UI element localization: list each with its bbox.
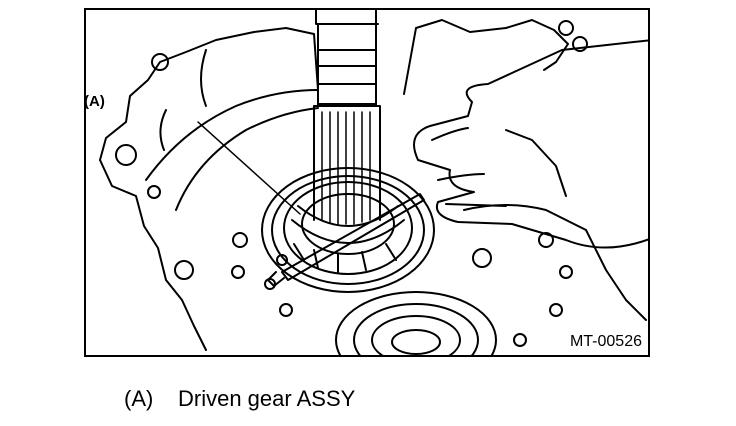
legend: (A) Driven gear ASSY <box>124 386 355 412</box>
technical-illustration: MT-00526 <box>84 8 650 357</box>
shaft <box>315 10 379 107</box>
case-lower-left <box>99 159 207 351</box>
figure-code: MT-00526 <box>569 333 642 350</box>
retaining-ring-tool <box>281 193 425 281</box>
legend-key: (A) <box>124 386 154 411</box>
legend-text: Driven gear ASSY <box>178 386 356 411</box>
case-outline <box>99 19 569 161</box>
callout-leader <box>197 121 301 215</box>
transmission-case-drawing <box>99 10 648 355</box>
callout-label-a: (A) <box>84 93 105 110</box>
hand <box>413 39 648 249</box>
outer-seal-ring <box>261 167 435 293</box>
